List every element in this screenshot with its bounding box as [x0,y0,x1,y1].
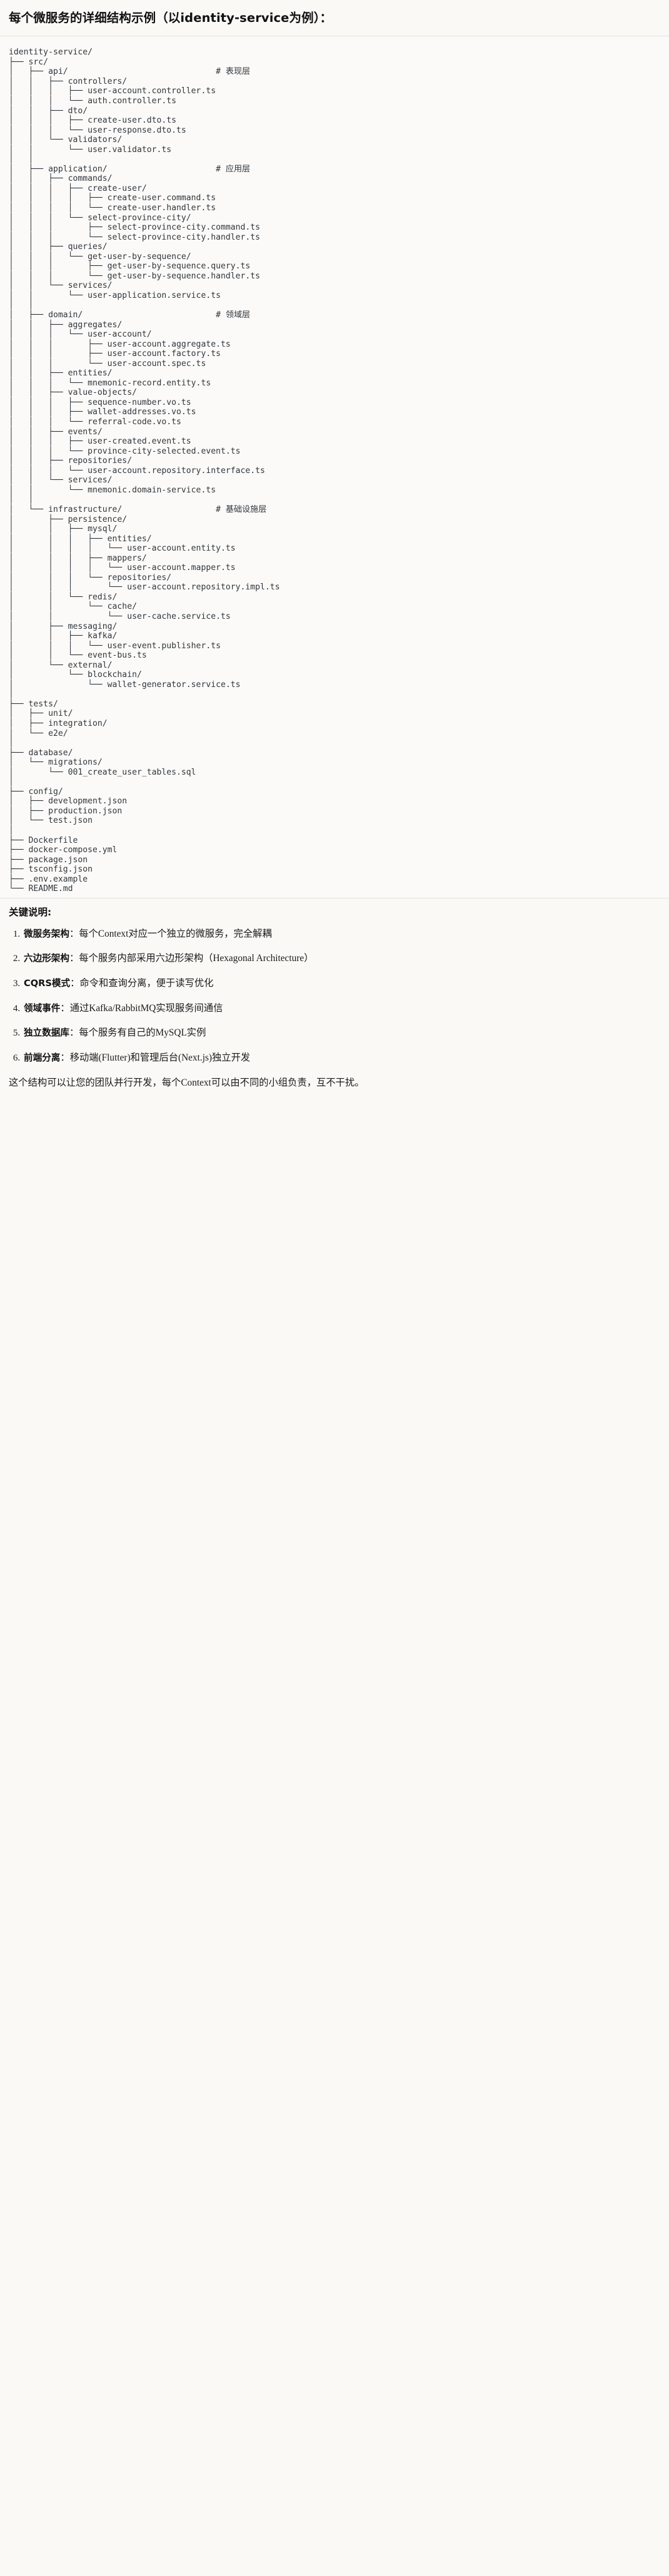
note-label: 微服务架构 [24,928,69,939]
closing-paragraph: 这个结构可以让您的团队并行开发，每个Context可以由不同的小组负责，互不干扰… [9,1077,365,1088]
note-label: 六边形架构 [24,953,69,964]
list-item: 独立数据库：每个服务有自己的MySQL实例 [23,1026,669,1041]
note-label: CQRS模式 [24,978,71,989]
note-label: 领域事件 [24,1002,61,1014]
note-text: ：命令和查询分离，便于读写优化 [70,978,214,989]
list-item: 前端分离：移动端(Flutter)和管理后台(Next.js)独立开发 [23,1051,669,1066]
note-text: ：每个Context对应一个独立的微服务，完全解耦 [69,928,272,939]
note-text: ：通过Kafka/RabbitMQ实现服务间通信 [60,1002,223,1014]
list-item: CQRS模式：命令和查询分离，便于读写优化 [23,976,669,991]
key-notes-list: 微服务架构：每个Context对应一个独立的微服务，完全解耦 六边形架构：每个服… [9,927,669,1066]
directory-tree-block: identity-service/ ├── src/ │ ├── api/ # … [0,36,669,898]
note-text: ：移动端(Flutter)和管理后台(Next.js)独立开发 [60,1052,251,1064]
document-page: 每个微服务的详细结构示例（以identity-service为例）： ident… [0,0,669,1091]
key-notes-section: 关键说明: 微服务架构：每个Context对应一个独立的微服务，完全解耦 六边形… [0,899,669,1091]
tree-divider [0,897,669,899]
note-label: 独立数据库 [24,1027,69,1039]
key-notes-title: 关键说明: [9,906,52,918]
note-label: 前端分离 [24,1052,61,1064]
list-item: 微服务架构：每个Context对应一个独立的微服务，完全解耦 [23,927,669,942]
note-text: ：每个服务有自己的MySQL实例 [69,1027,206,1039]
directory-tree: identity-service/ ├── src/ │ ├── api/ # … [9,48,280,894]
list-item: 领域事件：通过Kafka/RabbitMQ实现服务间通信 [23,1001,669,1016]
list-item: 六边形架构：每个服务内部采用六边形架构（Hexagonal Architectu… [23,951,669,966]
page-title: 每个微服务的详细结构示例（以identity-service为例）： [9,11,333,25]
note-text: ：每个服务内部采用六边形架构（Hexagonal Architecture） [69,953,314,964]
